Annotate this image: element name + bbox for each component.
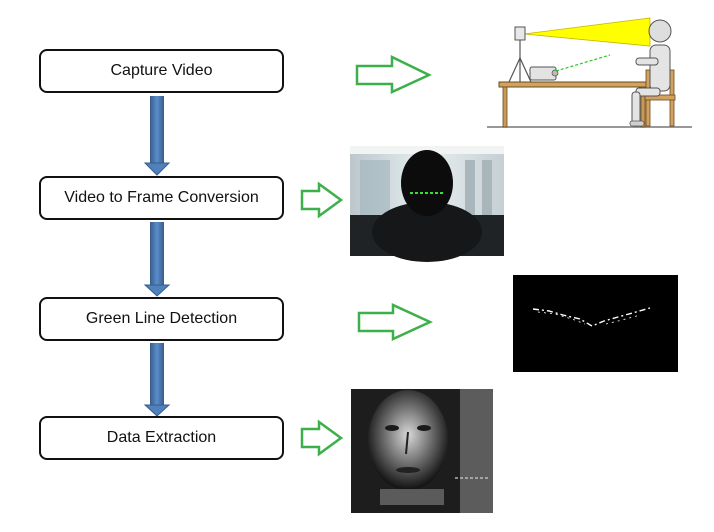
connector-arrow-3 [143,343,171,417]
outline-arrow-1-icon [355,55,432,94]
outline-arrow-2-icon [300,181,344,219]
connector-arrow-2 [143,222,171,297]
step-green-line-detection: Green Line Detection [39,297,284,341]
step-label: Data Extraction [106,429,217,446]
outline-arrow-4-icon [300,419,344,457]
setup-illustration [487,17,692,128]
step-label: Capture Video [110,62,213,79]
connector-arrow-1 [143,96,171,176]
step-label: Green Line Detection [85,310,238,327]
step-data-extraction: Data Extraction [39,416,284,460]
step-capture-video: Capture Video [39,49,284,93]
green-line-mask [513,275,678,372]
step-video-to-frame-conversion: Video to Frame Conversion [39,176,284,220]
extracted-data-image [351,389,493,513]
step-label: Video to Frame Conversion [64,189,259,206]
video-frame-photo [350,146,504,262]
outline-arrow-3-icon [357,303,433,341]
